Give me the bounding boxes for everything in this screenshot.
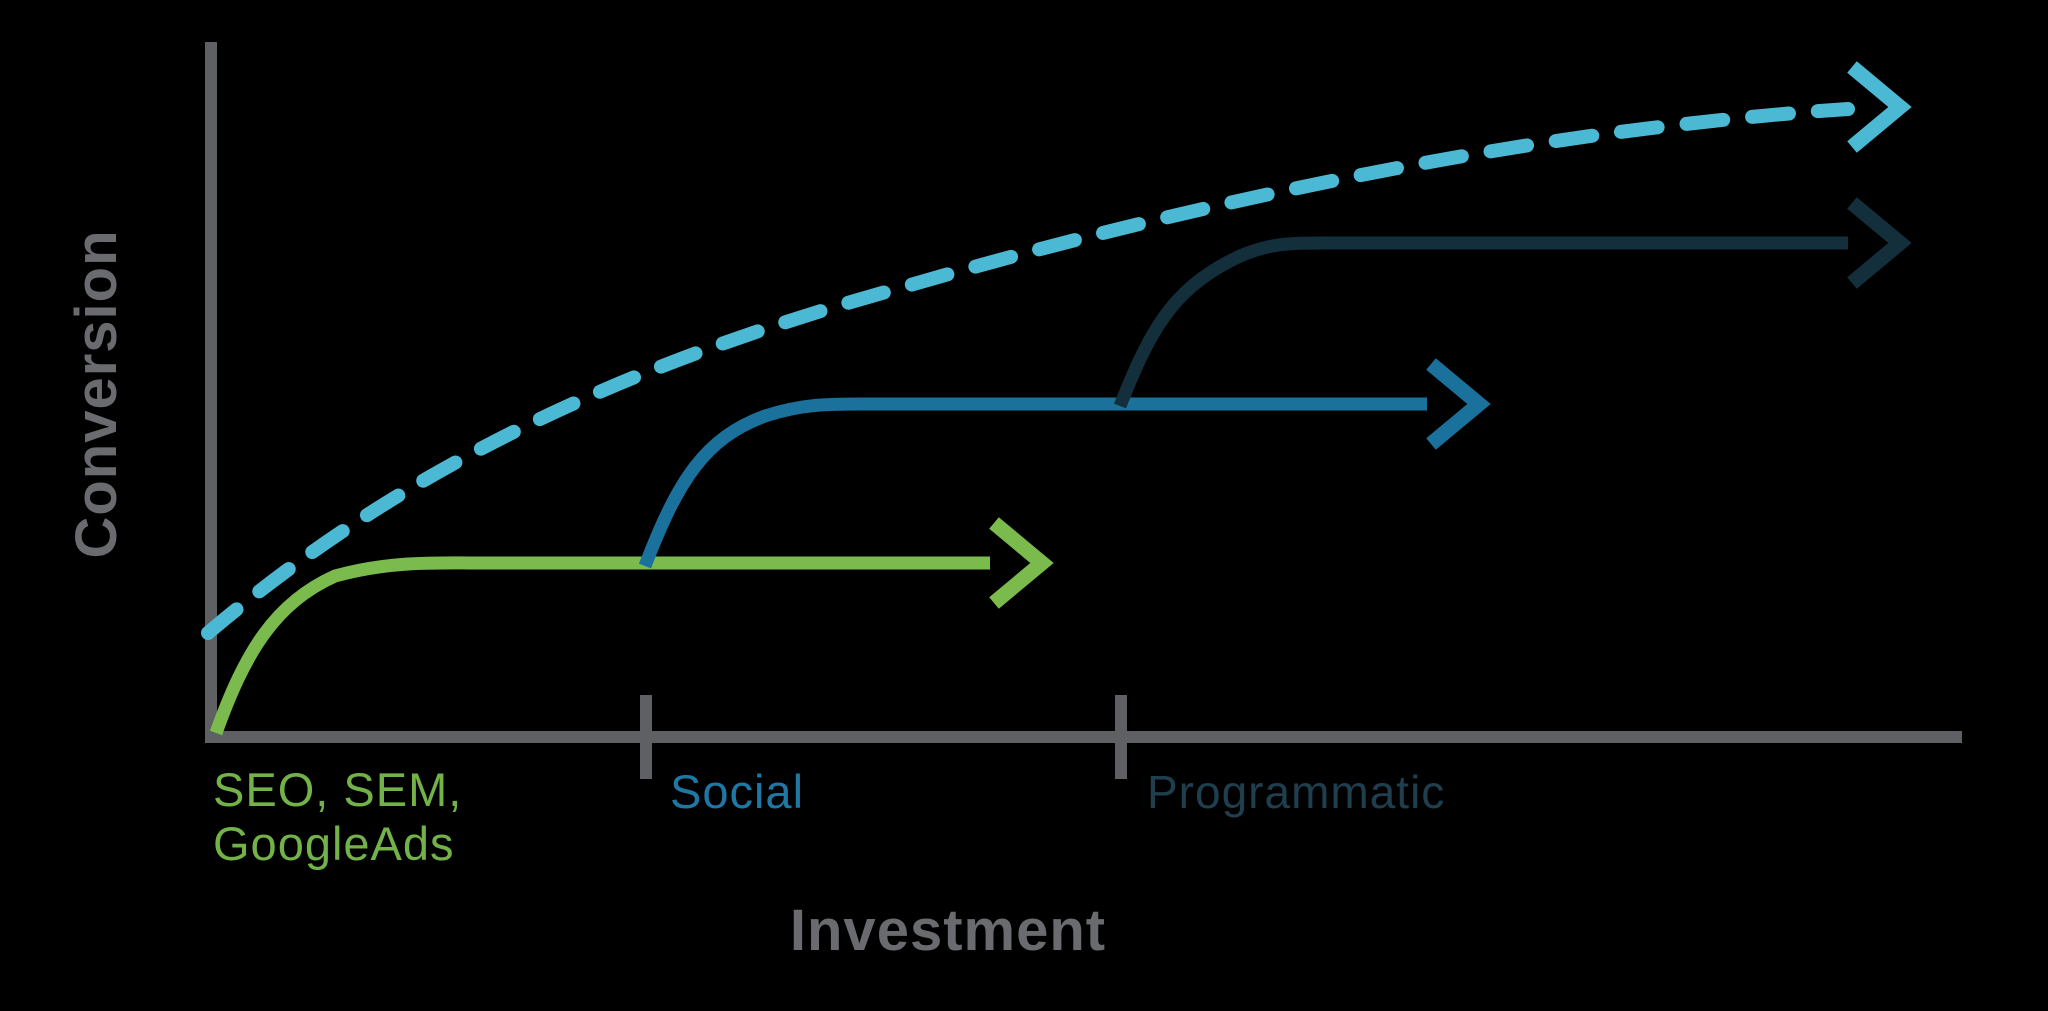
tick-label-social: Social xyxy=(670,765,804,818)
curve-dashed-potential xyxy=(201,102,1855,640)
x-axis-title: Investment xyxy=(790,898,1106,963)
tick-label-seo-line1: SEO, SEM, xyxy=(213,763,462,816)
curve-social-arrowhead xyxy=(1426,358,1491,450)
curve-programmatic xyxy=(1113,236,1848,409)
tick-label-seo-line2: GoogleAds xyxy=(213,817,455,870)
curve-seo-sem-googleads xyxy=(209,556,990,736)
curve-dashed-potential-arrowhead xyxy=(1847,61,1912,153)
tick-label-programmatic: Programmatic xyxy=(1147,766,1445,818)
curve-social xyxy=(638,397,1427,569)
y-axis-title: Conversion xyxy=(64,229,129,558)
curve-programmatic-arrowhead xyxy=(1847,197,1912,289)
curve-seo-sem-googleads-arrowhead xyxy=(989,517,1054,609)
